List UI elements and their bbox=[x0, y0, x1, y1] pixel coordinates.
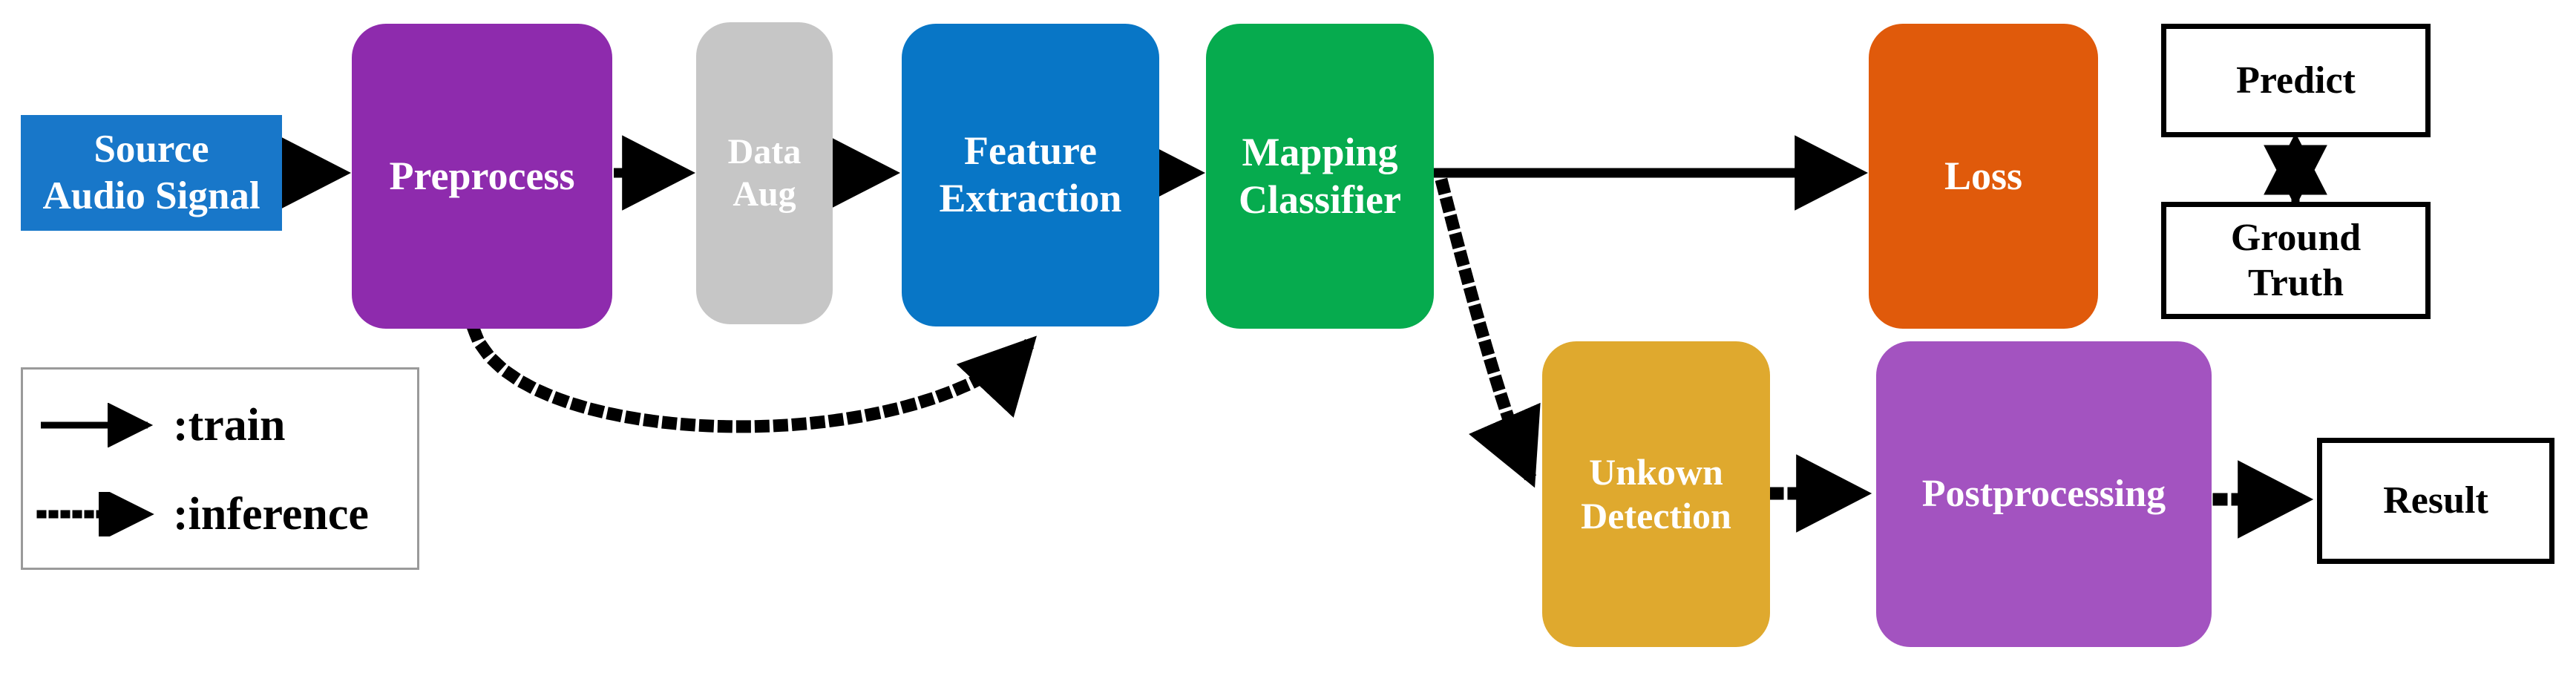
legend-box: :train :inference bbox=[21, 367, 419, 570]
node-predict[interactable]: Predict bbox=[2161, 24, 2431, 137]
node-predict-label: Predict bbox=[2236, 59, 2356, 102]
dotted-arrow-icon bbox=[36, 492, 154, 536]
node-postprocessing[interactable]: Postprocessing bbox=[1876, 341, 2212, 647]
node-source-audio-signal-label: Source Audio Signal bbox=[42, 128, 260, 217]
solid-arrow-icon bbox=[41, 403, 154, 447]
node-ground-truth-label: Ground Truth bbox=[2230, 216, 2362, 304]
edge-preprocess-to-feature-dotted bbox=[467, 324, 1041, 433]
node-postprocessing-label: Postprocessing bbox=[1921, 473, 2166, 516]
node-mapping-classifier[interactable]: Mapping Classifier bbox=[1206, 24, 1434, 329]
node-source-audio-signal[interactable]: Source Audio Signal bbox=[21, 115, 282, 231]
node-unknown-detection[interactable]: Unkown Detection bbox=[1542, 341, 1770, 647]
node-preprocess-label: Preprocess bbox=[389, 153, 575, 198]
node-loss-label: Loss bbox=[1944, 153, 2023, 198]
node-feature-extraction[interactable]: Feature Extraction bbox=[902, 24, 1159, 326]
node-result-label: Result bbox=[2383, 479, 2488, 522]
node-feature-extraction-label: Feature Extraction bbox=[939, 128, 1122, 220]
legend-inference-label: :inference bbox=[173, 488, 369, 539]
node-loss[interactable]: Loss bbox=[1869, 24, 2098, 329]
node-mapping-classifier-label: Mapping Classifier bbox=[1239, 129, 1401, 222]
node-ground-truth[interactable]: Ground Truth bbox=[2161, 202, 2431, 319]
node-result[interactable]: Result bbox=[2317, 438, 2554, 564]
edge-mapping-to-unknown-dotted bbox=[1435, 177, 1541, 490]
legend-item-train: :train bbox=[23, 392, 422, 459]
node-data-aug-label: Data Aug bbox=[727, 131, 802, 214]
legend-item-inference: :inference bbox=[23, 481, 422, 548]
node-unknown-detection-label: Unkown Detection bbox=[1581, 451, 1731, 536]
node-data-aug[interactable]: Data Aug bbox=[696, 22, 833, 324]
node-preprocess[interactable]: Preprocess bbox=[352, 24, 612, 329]
legend-train-label: :train bbox=[173, 399, 286, 450]
